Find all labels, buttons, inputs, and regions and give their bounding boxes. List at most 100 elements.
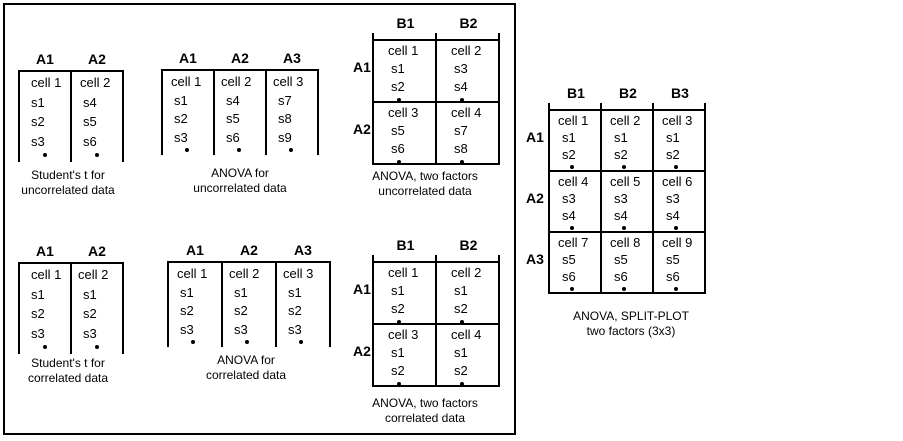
continuation-dot	[674, 226, 678, 230]
continuation-dot	[397, 320, 401, 324]
row-header: A1	[526, 128, 544, 145]
top-rule	[167, 261, 331, 263]
grid-column-divider	[704, 103, 706, 292]
cell-label: cell 2	[229, 266, 260, 281]
continuation-dot	[570, 226, 574, 230]
caption-line: ANOVA for	[217, 353, 275, 367]
continuation-dot	[185, 148, 189, 152]
column-header: A2	[240, 242, 258, 258]
column-divider	[275, 261, 277, 347]
caption-line: uncorrelated data	[21, 183, 115, 197]
subject-label: s5	[391, 123, 405, 138]
cell-label: cell 1	[31, 267, 62, 282]
grid-column-divider	[435, 33, 437, 163]
continuation-dot	[43, 153, 47, 157]
grid-column-divider	[498, 33, 500, 163]
caption-line: uncorrelated data	[378, 184, 472, 198]
grid-column-divider	[652, 103, 654, 292]
subject-label: s1	[234, 284, 248, 300]
column-divider	[167, 261, 169, 347]
continuation-dot	[622, 226, 626, 230]
caption-line: correlated data	[384, 411, 466, 425]
subject-label: s1	[31, 94, 45, 110]
column-divider	[18, 70, 20, 162]
continuation-dot	[95, 345, 99, 349]
caption-line: correlated data	[27, 371, 109, 385]
continuation-dot	[237, 148, 241, 152]
continuation-dot	[245, 340, 249, 344]
subject-label: s7	[278, 92, 292, 108]
diagram-frame	[3, 3, 516, 435]
subject-label: s1	[391, 283, 405, 298]
subject-label: s3	[454, 61, 468, 76]
continuation-dot	[397, 160, 401, 164]
row-header: A2	[353, 343, 371, 359]
cell-label: cell 9	[662, 235, 693, 250]
cell-label: cell 1	[31, 75, 62, 90]
subject-label: s4	[562, 208, 576, 223]
cell-label: cell 2	[451, 43, 482, 58]
cell-label: cell 3	[662, 113, 693, 128]
continuation-dot	[289, 148, 293, 152]
column-header: A1	[36, 243, 54, 259]
grid-row-rule	[548, 170, 706, 172]
subject-label: s1	[614, 130, 628, 145]
subject-label: s3	[174, 129, 188, 145]
caption-line: two factors (3x3)	[586, 324, 676, 338]
subject-label: s3	[180, 321, 194, 337]
subject-label: s5	[666, 252, 680, 267]
grid-bottom-rule	[548, 292, 706, 294]
subject-label: s2	[562, 147, 576, 162]
cell-label: cell 2	[78, 267, 109, 282]
continuation-dot	[397, 98, 401, 102]
subject-label: s3	[31, 325, 45, 341]
subject-label: s2	[234, 303, 248, 318]
subject-label: s5	[562, 252, 576, 267]
subject-label: s1	[174, 92, 188, 108]
subject-label: s4	[614, 208, 628, 223]
subject-label: s4	[666, 208, 680, 223]
cell-label: cell 4	[451, 327, 482, 342]
continuation-dot	[622, 287, 626, 291]
row-header: A2	[526, 189, 544, 206]
grid-column-divider	[600, 103, 602, 292]
subject-label: s2	[31, 114, 45, 129]
row-header: A3	[526, 250, 544, 267]
column-header: A2	[88, 243, 106, 259]
grid-column-divider	[372, 33, 374, 163]
top-rule	[161, 69, 319, 71]
row-header: A1	[353, 281, 371, 297]
caption-line: ANOVA, SPLIT-PLOT	[573, 309, 689, 323]
continuation-dot	[460, 320, 464, 324]
cell-label: cell 2	[221, 74, 252, 89]
caption-line: ANOVA for	[211, 166, 269, 180]
column-divider	[122, 70, 124, 162]
subject-label: s1	[391, 61, 405, 76]
column-header: B2	[459, 237, 478, 253]
cell-label: cell 1	[558, 113, 589, 128]
subject-label: s2	[666, 147, 680, 162]
subject-label: s3	[666, 191, 680, 206]
caption-line: Student's t for	[31, 168, 105, 182]
cell-label: cell 5	[610, 174, 641, 189]
cell-label: cell 3	[273, 74, 304, 89]
subject-label: s5	[614, 252, 628, 267]
subject-label: s6	[614, 269, 628, 284]
subject-label: s3	[31, 133, 45, 149]
subject-label: s7	[454, 123, 468, 138]
cell-label: cell 2	[80, 75, 111, 90]
cell-label: cell 3	[388, 105, 419, 120]
grid-column-divider	[498, 255, 500, 385]
subject-label: s1	[562, 130, 576, 145]
subject-label: s1	[288, 284, 302, 300]
subject-label: s3	[234, 321, 248, 337]
cell-label: cell 8	[610, 235, 641, 250]
subject-label: s2	[391, 79, 405, 94]
cell-label: cell 1	[171, 74, 202, 89]
column-divider	[265, 69, 267, 155]
caption-line: ANOVA, two factors	[372, 396, 478, 410]
subject-label: s1	[83, 286, 97, 302]
subject-label: s5	[226, 111, 240, 126]
column-header: A1	[36, 51, 54, 67]
row-header: A2	[353, 121, 371, 137]
